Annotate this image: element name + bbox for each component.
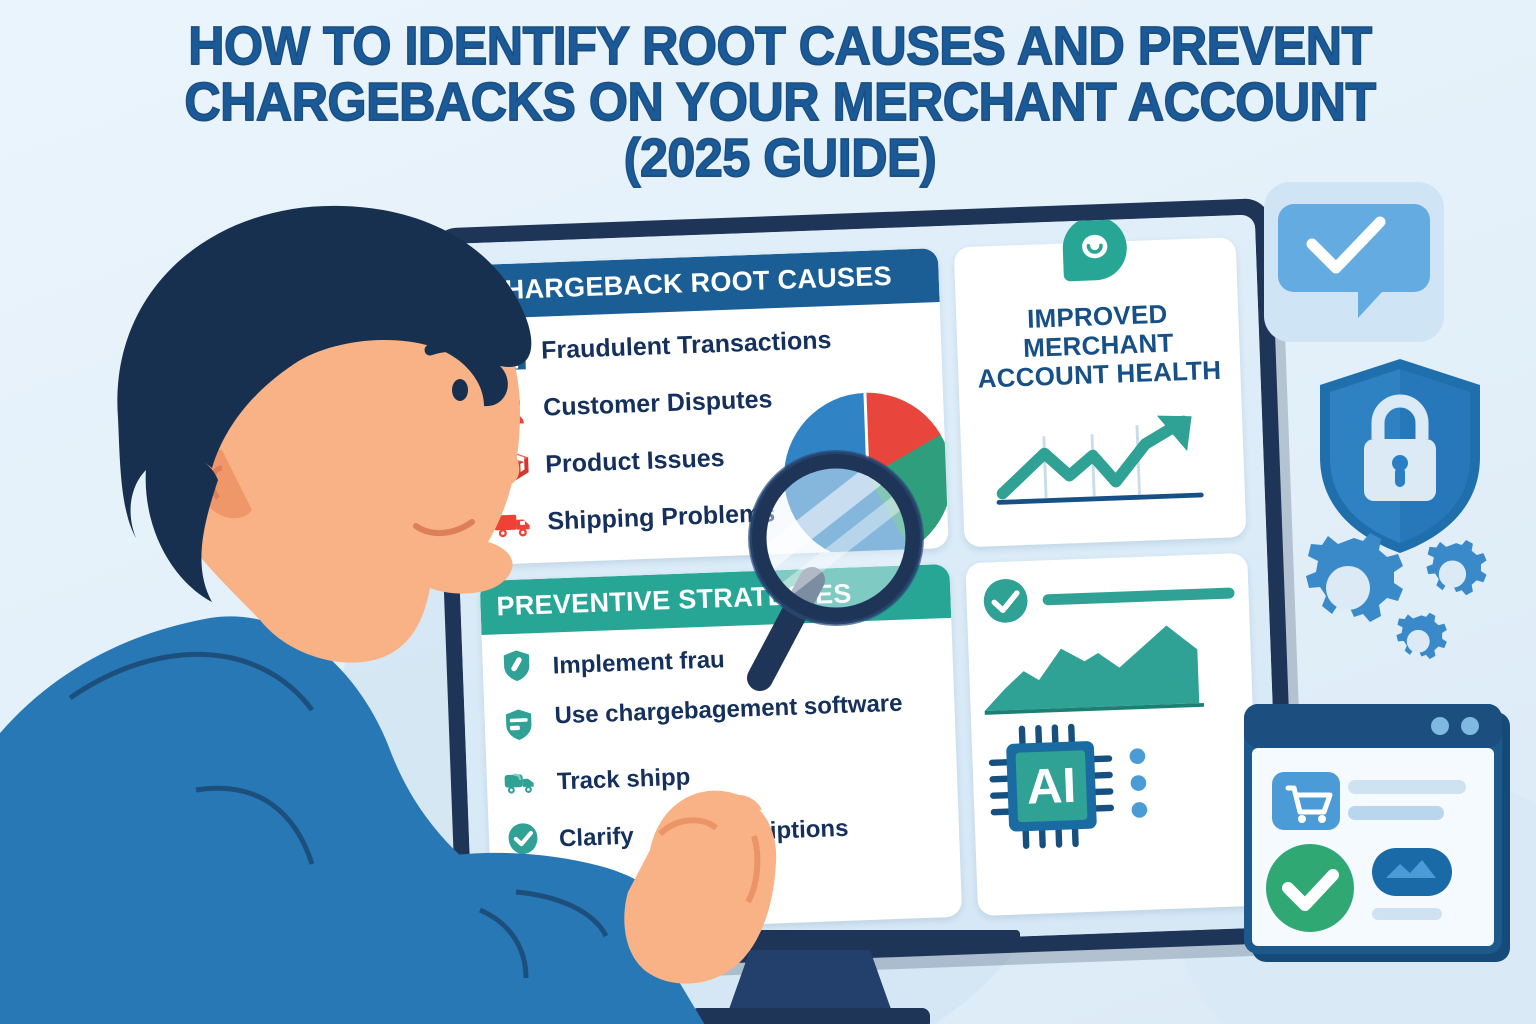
magnifying-glass-icon[interactable] xyxy=(724,440,944,710)
account-health-card: IMPROVED MERCHANT ACCOUNT HEALTH xyxy=(953,215,1247,548)
analytics-header-row xyxy=(980,567,1236,626)
screen-right-column: IMPROVED MERCHANT ACCOUNT HEALTH xyxy=(953,215,1260,917)
page-title-line-1: HOW TO IDENTIFY ROOT CAUSES AND PREVENT xyxy=(187,16,1372,76)
upward-trend-arrow-icon xyxy=(990,399,1216,513)
shield-slash-icon xyxy=(498,647,539,688)
ai-chip-icon: AI xyxy=(985,715,1244,852)
truck-green-icon xyxy=(502,763,543,804)
account-health-title: IMPROVED MERCHANT ACCOUNT HEALTH xyxy=(975,298,1222,394)
man-illustration xyxy=(0,205,777,1024)
preventive-strategies-body: Implement frau xyxy=(482,618,963,934)
area-chart-icon xyxy=(981,613,1238,718)
gears-icon xyxy=(1306,533,1487,660)
health-title-line-3: ACCOUNT HEALTH xyxy=(977,354,1222,394)
ai-chip-label: AI xyxy=(1026,758,1077,815)
shield-card-icon xyxy=(500,706,541,747)
check-bubble-icon xyxy=(1061,215,1128,282)
preventive-strategies-card: PREVENTIVE STRATEGIES Implement frau xyxy=(479,563,963,934)
shield-lock-icon xyxy=(1320,359,1480,553)
list-item[interactable]: Track shipp xyxy=(502,748,941,804)
page-title: HOW TO IDENTIFY ROOT CAUSES AND PREVENT … xyxy=(129,16,1431,189)
browser-window-icon xyxy=(1244,704,1510,962)
list-item[interactable]: Use chargebagement software xyxy=(500,689,939,747)
page-title-line-2: CHARGEBACKS ON YOUR MERCHANT ACCOUNT xyxy=(184,72,1377,133)
check-chat-bubble-icon xyxy=(1264,182,1444,342)
analytics-title-bar xyxy=(1042,586,1235,605)
list-item[interactable]: Clarify xxxxxxescriptions xyxy=(504,805,943,861)
check-shield-icon xyxy=(504,820,545,861)
list-item[interactable]: Implement frau xyxy=(498,632,937,688)
analytics-card: AI xyxy=(965,552,1260,917)
green-check-circle-icon xyxy=(1266,844,1354,932)
page-title-line-3: (2025 GUIDE) xyxy=(623,128,938,189)
check-circle-icon xyxy=(980,575,1032,627)
